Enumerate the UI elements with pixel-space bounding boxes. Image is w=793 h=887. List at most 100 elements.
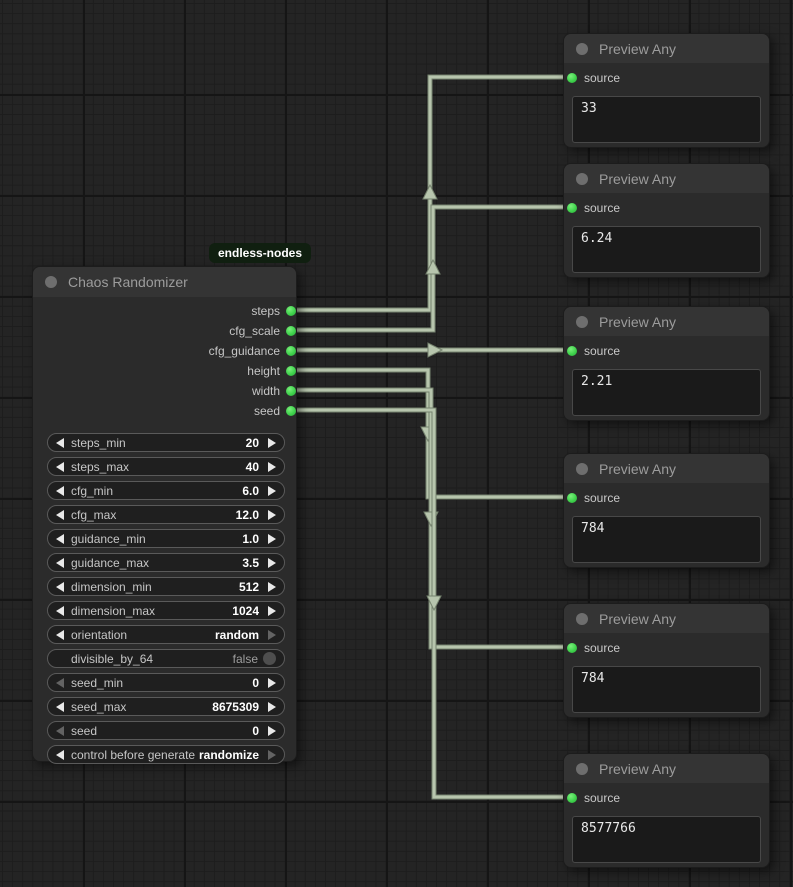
decrement-arrow-icon[interactable] — [56, 533, 64, 544]
preview-output-text[interactable]: 33 — [572, 96, 761, 143]
output-slot-height: height — [33, 361, 296, 381]
node-title-bar[interactable]: Preview Any — [564, 164, 769, 193]
input-slot-source: source — [564, 789, 769, 807]
output-dot-icon[interactable] — [286, 326, 296, 336]
node-preview-any-1[interactable]: Preview Any source 33 — [563, 33, 770, 148]
input-slot-label: source — [584, 491, 621, 505]
widget-label: dimension_min — [71, 579, 152, 594]
increment-arrow-icon[interactable] — [268, 581, 276, 592]
toggle-icon[interactable] — [263, 652, 276, 665]
widget-steps-min[interactable]: steps_min 20 — [47, 433, 285, 452]
preview-output-text[interactable]: 6.24 — [572, 226, 761, 273]
decrement-arrow-icon[interactable] — [56, 461, 64, 472]
increment-arrow-icon[interactable] — [268, 533, 276, 544]
collapse-dot-icon[interactable] — [576, 315, 588, 328]
widget-value: 8675309 — [212, 699, 259, 714]
increment-arrow-icon[interactable] — [268, 509, 276, 520]
node-title-bar[interactable]: Chaos Randomizer — [33, 267, 296, 297]
widget-seed[interactable]: seed 0 — [47, 721, 285, 740]
collapse-dot-icon[interactable] — [45, 276, 57, 288]
wire-arrow-down-icon — [426, 595, 442, 612]
widget-cfg-max[interactable]: cfg_max 12.0 — [47, 505, 285, 524]
output-slot-label: cfg_scale — [229, 324, 280, 338]
node-title-bar[interactable]: Preview Any — [564, 754, 769, 783]
increment-arrow-icon[interactable] — [268, 557, 276, 568]
widget-label: guidance_min — [71, 531, 146, 546]
widget-dimension-min[interactable]: dimension_min 512 — [47, 577, 285, 596]
output-slot-seed: seed — [33, 401, 296, 421]
output-dot-icon[interactable] — [286, 386, 296, 396]
input-dot-icon[interactable] — [567, 73, 577, 83]
node-preview-any-5[interactable]: Preview Any source 784 — [563, 603, 770, 718]
increment-arrow-icon[interactable] — [268, 725, 276, 736]
increment-arrow-icon[interactable] — [268, 701, 276, 712]
input-dot-icon[interactable] — [567, 643, 577, 653]
input-dot-icon[interactable] — [567, 346, 577, 356]
increment-arrow-icon[interactable] — [268, 629, 276, 640]
output-dot-icon[interactable] — [286, 366, 296, 376]
node-chaos-randomizer[interactable]: Chaos Randomizer steps cfg_scale cfg_gui… — [32, 266, 297, 764]
decrement-arrow-icon[interactable] — [56, 581, 64, 592]
decrement-arrow-icon[interactable] — [56, 509, 64, 520]
node-preview-any-4[interactable]: Preview Any source 784 — [563, 453, 770, 568]
increment-arrow-icon[interactable] — [268, 485, 276, 496]
collapse-dot-icon[interactable] — [576, 42, 588, 55]
decrement-arrow-icon[interactable] — [56, 749, 64, 760]
widget-seed-min[interactable]: seed_min 0 — [47, 673, 285, 692]
input-dot-icon[interactable] — [567, 203, 577, 213]
widget-guidance-min[interactable]: guidance_min 1.0 — [47, 529, 285, 548]
widget-seed-max[interactable]: seed_max 8675309 — [47, 697, 285, 716]
node-title: Preview Any — [599, 760, 677, 777]
decrement-arrow-icon[interactable] — [56, 725, 64, 736]
widget-divisible-by-64[interactable]: divisible_by_64 false — [47, 649, 285, 668]
input-slot-source: source — [564, 639, 769, 657]
increment-arrow-icon[interactable] — [268, 605, 276, 616]
preview-output-text[interactable]: 784 — [572, 516, 761, 563]
widget-label: steps_min — [71, 435, 126, 450]
widget-cfg-min[interactable]: cfg_min 6.0 — [47, 481, 285, 500]
wire-arrow-up-icon — [425, 258, 441, 275]
node-title-bar[interactable]: Preview Any — [564, 34, 769, 63]
increment-arrow-icon[interactable] — [268, 437, 276, 448]
preview-output-text[interactable]: 8577766 — [572, 816, 761, 863]
decrement-arrow-icon[interactable] — [56, 677, 64, 688]
widget-dimension-max[interactable]: dimension_max 1024 — [47, 601, 285, 620]
preview-output-text[interactable]: 784 — [572, 666, 761, 713]
preview-output-text[interactable]: 2.21 — [572, 369, 761, 416]
node-title: Preview Any — [599, 610, 677, 627]
output-slot-label: cfg_guidance — [208, 344, 280, 358]
decrement-arrow-icon[interactable] — [56, 437, 64, 448]
node-title-bar[interactable]: Preview Any — [564, 307, 769, 336]
widget-control-before-generate[interactable]: control before generate randomize — [47, 745, 285, 764]
increment-arrow-icon[interactable] — [268, 461, 276, 472]
collapse-dot-icon[interactable] — [576, 612, 588, 625]
decrement-arrow-icon[interactable] — [56, 485, 64, 496]
output-dot-icon[interactable] — [286, 306, 296, 316]
collapse-dot-icon[interactable] — [576, 762, 588, 775]
node-title: Preview Any — [599, 313, 677, 330]
node-preview-any-3[interactable]: Preview Any source 2.21 — [563, 306, 770, 421]
widget-steps-max[interactable]: steps_max 40 — [47, 457, 285, 476]
node-preview-any-2[interactable]: Preview Any source 6.24 — [563, 163, 770, 278]
decrement-arrow-icon[interactable] — [56, 629, 64, 640]
input-dot-icon[interactable] — [567, 793, 577, 803]
increment-arrow-icon[interactable] — [268, 677, 276, 688]
widget-orientation[interactable]: orientation random — [47, 625, 285, 644]
decrement-arrow-icon[interactable] — [56, 557, 64, 568]
widget-label: control before generate — [71, 747, 196, 762]
widget-guidance-max[interactable]: guidance_max 3.5 — [47, 553, 285, 572]
widget-value: 3.5 — [242, 555, 259, 570]
decrement-arrow-icon[interactable] — [56, 701, 64, 712]
input-slot-label: source — [584, 344, 621, 358]
collapse-dot-icon[interactable] — [576, 462, 588, 475]
node-title-bar[interactable]: Preview Any — [564, 604, 769, 633]
decrement-arrow-icon[interactable] — [56, 605, 64, 616]
output-dot-icon[interactable] — [286, 406, 296, 416]
output-slot-cfg-scale: cfg_scale — [33, 321, 296, 341]
node-title-bar[interactable]: Preview Any — [564, 454, 769, 483]
input-dot-icon[interactable] — [567, 493, 577, 503]
node-preview-any-6[interactable]: Preview Any source 8577766 — [563, 753, 770, 868]
increment-arrow-icon[interactable] — [268, 749, 276, 760]
collapse-dot-icon[interactable] — [576, 172, 588, 185]
output-dot-icon[interactable] — [286, 346, 296, 356]
